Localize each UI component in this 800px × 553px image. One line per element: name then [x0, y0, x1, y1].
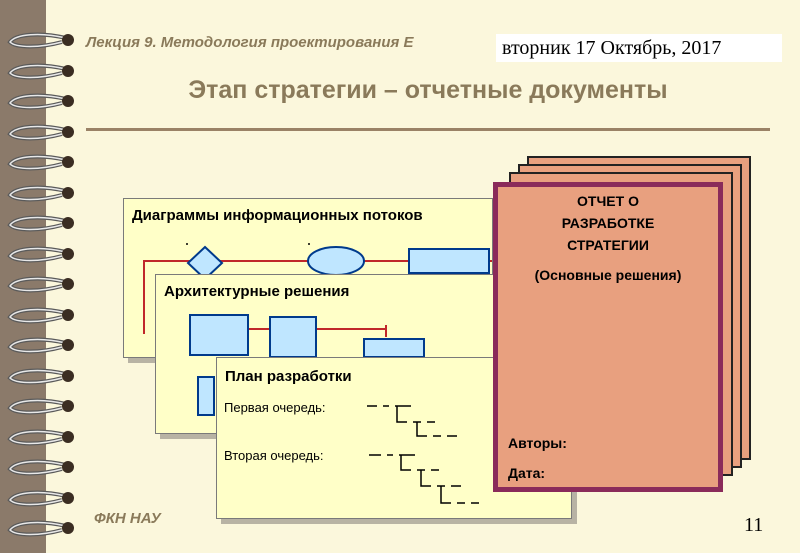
- spiral-binding-ring-icon: [7, 215, 74, 232]
- lecture-title: Лекция 9. Методология проектирования Е: [86, 34, 414, 51]
- spiral-binding-ring-icon: [7, 520, 74, 537]
- second-stage-gantt: [369, 454, 479, 504]
- spiral-binding-ring-icon: [7, 154, 74, 171]
- report-title-line1: ОТЧЕТ О: [577, 193, 639, 209]
- spiral-binding-ring-icon: [7, 124, 74, 140]
- spiral-binding-ring-icon: [7, 185, 74, 201]
- spiral-binding-ring-icon: [7, 368, 74, 384]
- title-divider: [86, 128, 770, 131]
- report-authors-label: Авторы:: [508, 435, 567, 451]
- report-title-line2: РАЗРАБОТКЕ: [561, 215, 655, 231]
- diagrams-document-title: Диаграммы информационных потоков: [132, 207, 423, 224]
- second-stage-label: Вторая очередь:: [224, 448, 324, 463]
- gantt-schedule: [367, 405, 479, 504]
- strategy-report-document: ОТЧЕТ О РАЗРАБОТКЕ СТРАТЕГИИ (Основные р…: [493, 182, 723, 492]
- spiral-binding-ring-icon: [7, 459, 74, 476]
- process-ellipse: [307, 246, 365, 276]
- flow-connector: [143, 260, 492, 334]
- architecture-document-title: Архитектурные решения: [164, 283, 350, 300]
- report-subtitle: (Основные решения): [534, 267, 682, 283]
- spiral-binding-ring-icon: [7, 490, 74, 506]
- data-store-box: [408, 248, 490, 274]
- spiral-binding-ring-icon: [7, 63, 74, 79]
- spiral-binding-ring-icon: [7, 337, 74, 354]
- architecture-diagram: [189, 314, 425, 416]
- report-date-label: Дата:: [508, 465, 546, 481]
- first-stage-gantt: [367, 405, 457, 437]
- plan-document-title: План разработки: [225, 368, 352, 385]
- spiral-binding-ring-icon: [7, 276, 74, 293]
- spiral-binding-ring-icon: [7, 398, 74, 415]
- report-title-line3: СТРАТЕГИИ: [567, 237, 649, 253]
- spiral-binding-ring-icon: [7, 93, 74, 110]
- date-label: вторник 17 Октябрь, 2017: [496, 34, 782, 62]
- arch-block-2: [269, 316, 317, 358]
- arch-block-3: [363, 338, 425, 358]
- arch-block-1: [189, 314, 249, 356]
- spiral-binding-ring-icon: [7, 429, 74, 445]
- spiral-binding-ring-icon: [7, 307, 74, 323]
- page-number: 11: [744, 514, 764, 536]
- spiral-binding-ring-icon: [7, 246, 74, 262]
- spiral-binding-ring-icon: [7, 32, 74, 49]
- footer-org: ФКН НАУ: [94, 510, 161, 527]
- first-stage-label: Первая очередь:: [224, 400, 326, 415]
- slide-title: Этап стратегии – отчетные документы: [188, 76, 668, 104]
- arch-block-4: [197, 376, 215, 416]
